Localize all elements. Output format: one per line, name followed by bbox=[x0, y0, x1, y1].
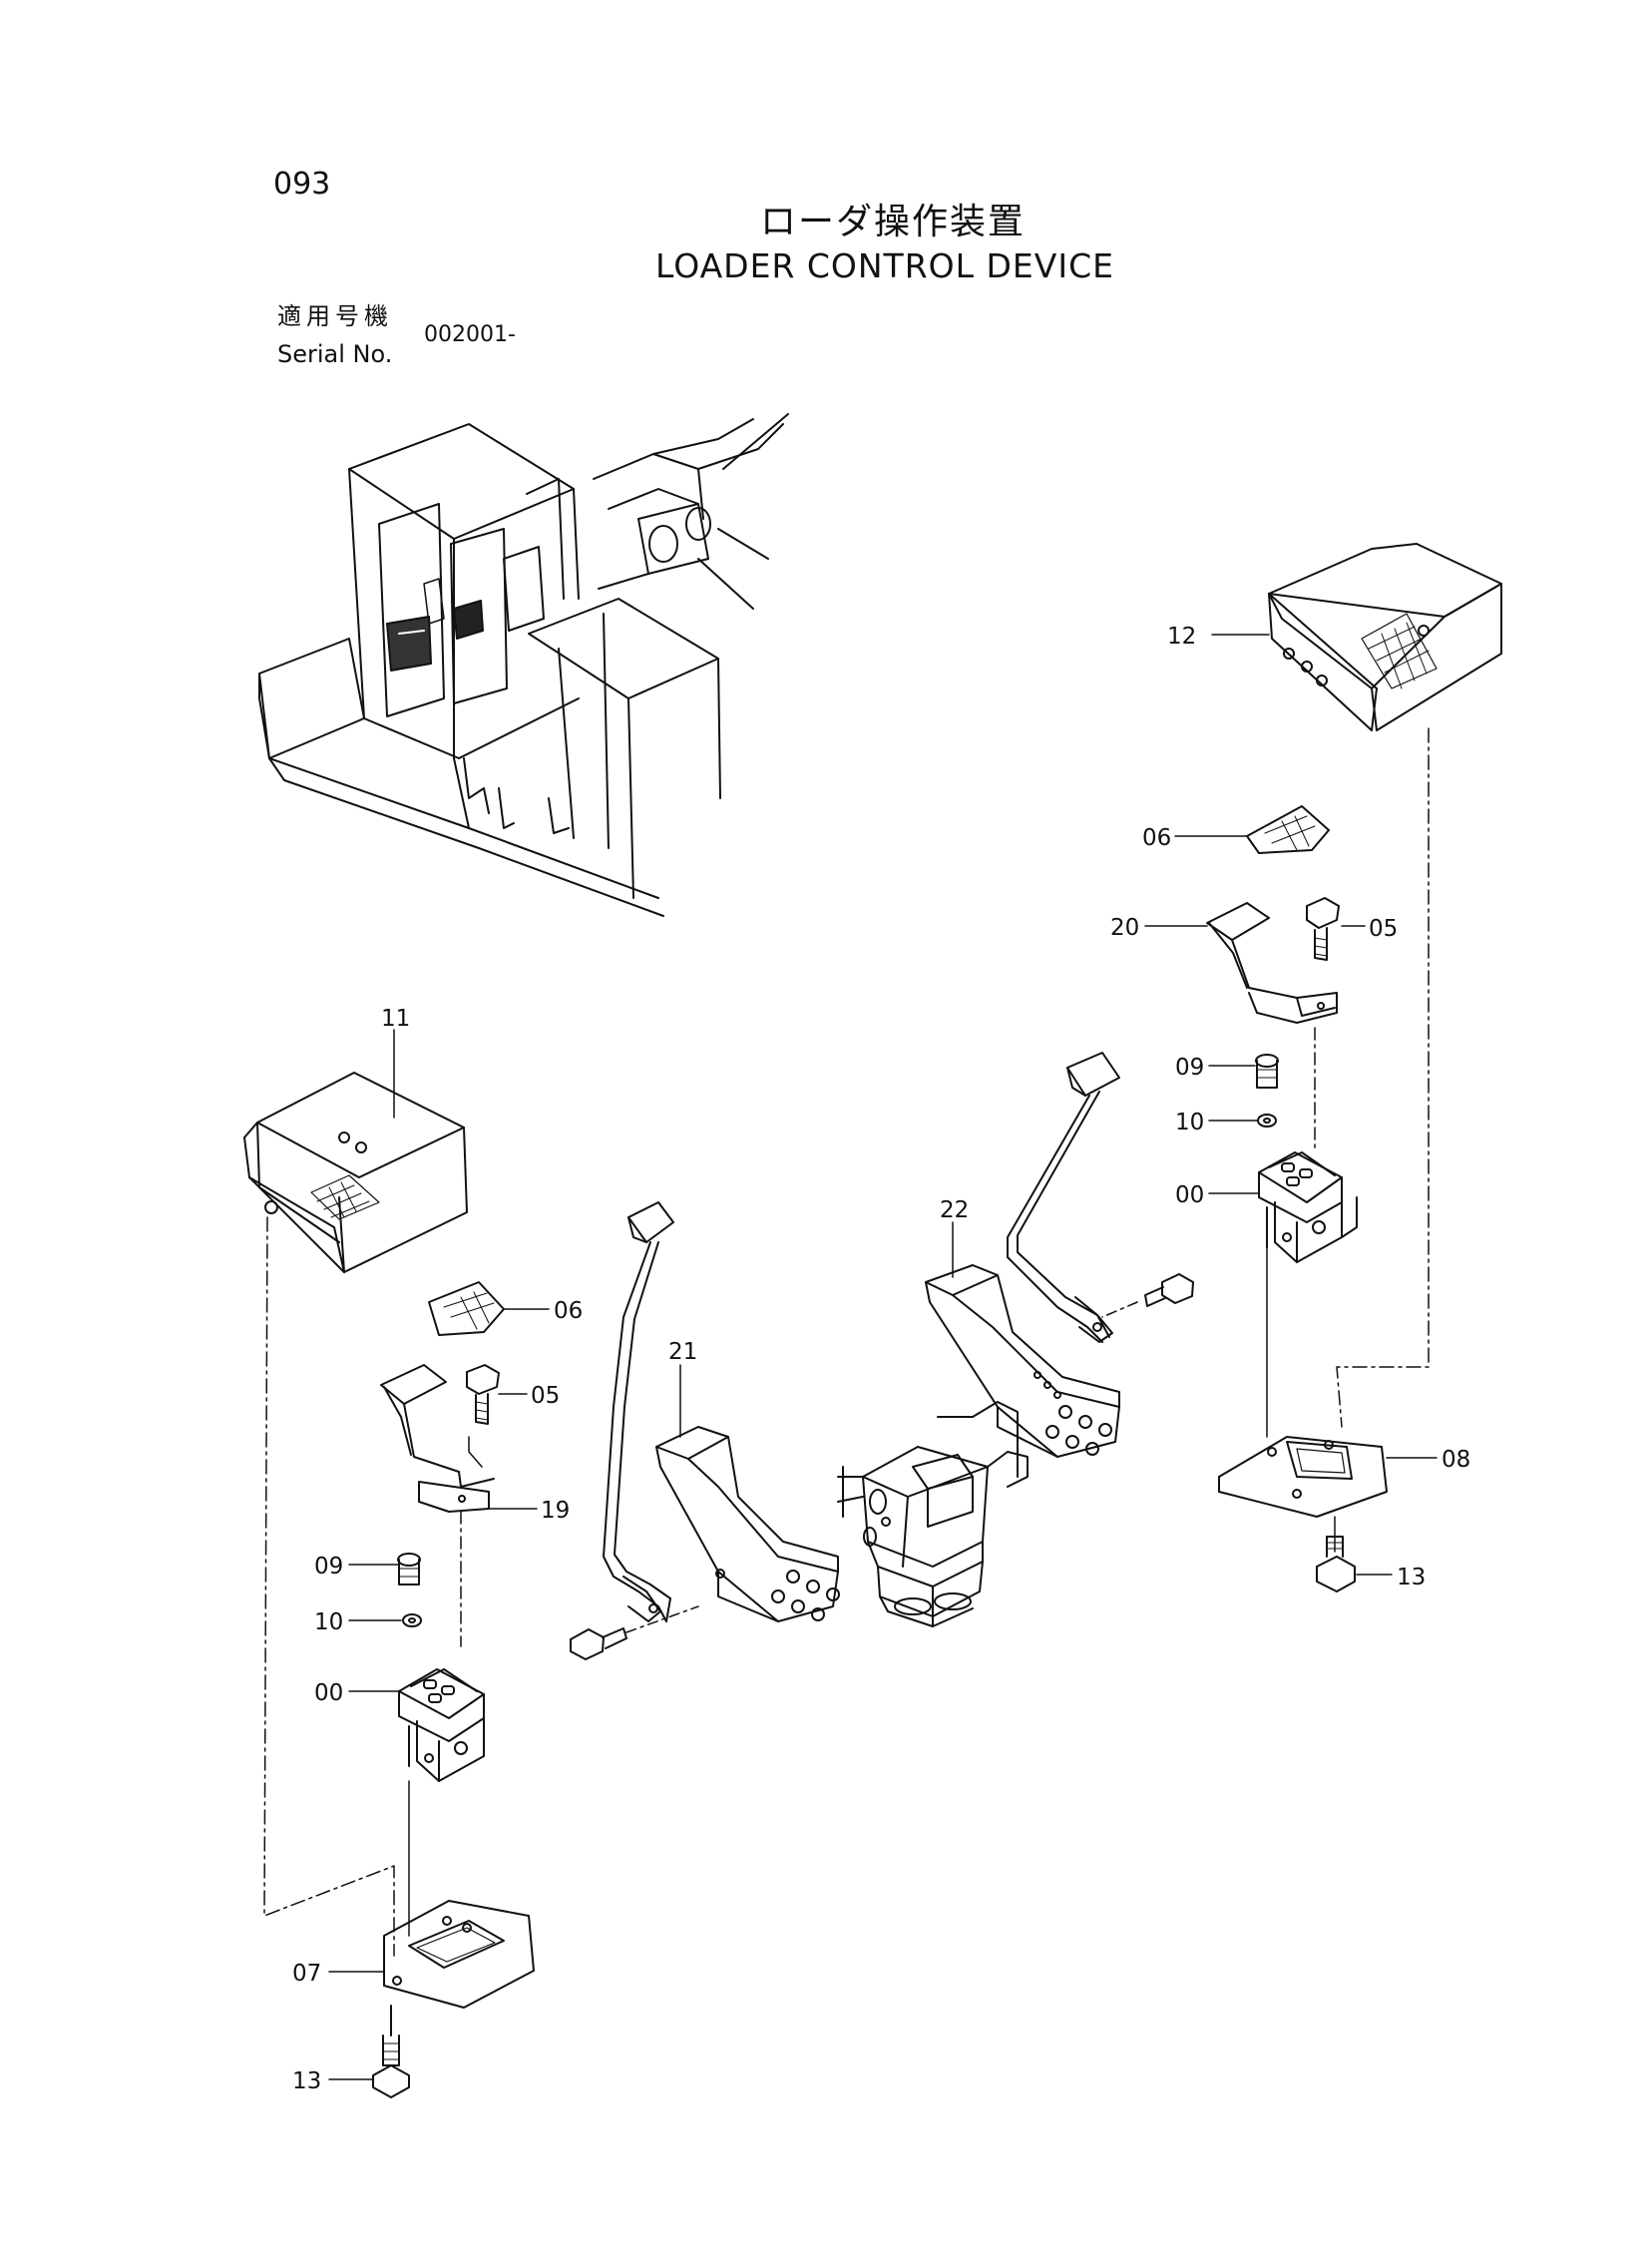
callout-06-right: 06 bbox=[1142, 825, 1171, 851]
right-floor-bolt bbox=[1316, 1516, 1356, 1592]
left-floor-plate bbox=[383, 1900, 535, 2009]
callout-00-right: 00 bbox=[1175, 1182, 1204, 1208]
callout-06-left: 06 bbox=[554, 1298, 583, 1324]
callout-09-right: 09 bbox=[1175, 1055, 1204, 1081]
right-console-cover bbox=[1268, 543, 1502, 1428]
serial-label-english: Serial No. bbox=[277, 340, 393, 368]
callout-13-right: 13 bbox=[1397, 1565, 1426, 1590]
page-number: 093 bbox=[273, 167, 331, 202]
callout-20: 20 bbox=[1110, 915, 1139, 941]
callout-09-left: 09 bbox=[314, 1554, 343, 1580]
callout-22: 22 bbox=[940, 1197, 969, 1223]
center-right-lever bbox=[1007, 1052, 1120, 1343]
right-pedal-pad bbox=[1246, 805, 1330, 854]
callout-11: 11 bbox=[381, 1006, 410, 1032]
callout-12: 12 bbox=[1167, 624, 1196, 650]
callout-13-left: 13 bbox=[292, 2068, 321, 2094]
center-right-pedal bbox=[925, 1264, 1120, 1458]
center-left-lever bbox=[603, 1201, 674, 1622]
callout-leader-lines bbox=[328, 634, 1438, 2080]
callout-10-left: 10 bbox=[314, 1609, 343, 1635]
left-console-cover bbox=[243, 1072, 468, 1957]
callout-07: 07 bbox=[292, 1961, 321, 1987]
right-valve-assembly bbox=[1255, 1027, 1358, 1438]
callout-08: 08 bbox=[1442, 1447, 1470, 1473]
title-english: LOADER CONTROL DEVICE bbox=[655, 246, 1114, 285]
machine-overview-illustration bbox=[258, 413, 789, 917]
center-left-lever-bolt bbox=[570, 1605, 699, 1660]
center-left-pedal bbox=[655, 1426, 840, 1622]
left-pedal-arm bbox=[380, 1364, 495, 1513]
title-japanese: ローダ操作装置 bbox=[760, 202, 1027, 242]
right-pedal-bolt bbox=[1306, 897, 1340, 961]
right-pedal-arm bbox=[1206, 902, 1338, 1024]
callout-19: 19 bbox=[541, 1498, 570, 1524]
left-pedal-bolt bbox=[466, 1364, 500, 1468]
callout-05-left: 05 bbox=[531, 1383, 560, 1409]
serial-label-japanese: 適用号機 bbox=[277, 302, 393, 330]
callout-numbers: 12 06 20 05 09 10 00 08 13 11 22 21 06 0… bbox=[292, 624, 1470, 2094]
center-pilot-valve-block bbox=[837, 1401, 1029, 1627]
right-floor-plate bbox=[1218, 1436, 1388, 1518]
callout-10-right: 10 bbox=[1175, 1110, 1204, 1135]
callout-05-right: 05 bbox=[1369, 916, 1398, 942]
serial-number-value: 002001- bbox=[424, 322, 516, 347]
left-valve-assembly bbox=[397, 1511, 485, 1937]
center-right-lever-bolt bbox=[1101, 1273, 1194, 1318]
callout-00-left: 00 bbox=[314, 1680, 343, 1706]
left-floor-bolt bbox=[372, 2005, 410, 2098]
left-pedal-pad bbox=[428, 1281, 505, 1336]
callout-21: 21 bbox=[668, 1339, 697, 1365]
